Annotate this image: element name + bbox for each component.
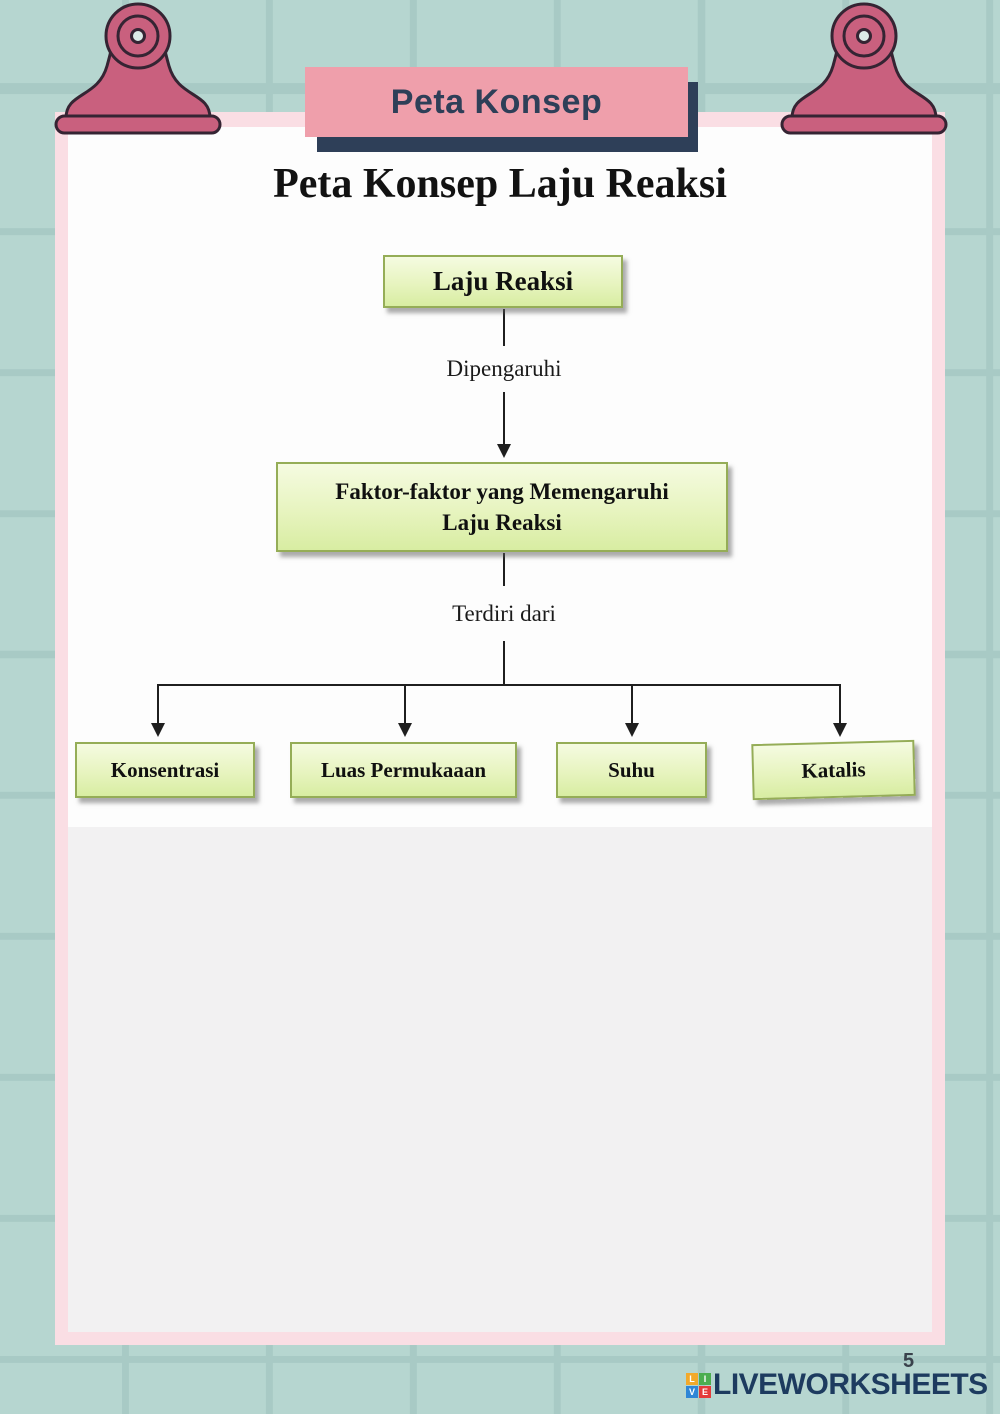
logo-letter: I <box>699 1372 711 1385</box>
node-label: Laju Reaksi <box>432 266 574 296</box>
node-label: Suhu <box>608 757 655 782</box>
node-konsentrasi: Konsentrasi <box>75 742 255 798</box>
empty-lower-area <box>68 827 932 1332</box>
node-label: Konsentrasi <box>110 757 220 782</box>
page-title: Peta Konsep Laju Reaksi <box>273 161 727 207</box>
liveworksheets-logo-icon: L I V E <box>686 1372 711 1398</box>
clip-pin-icon <box>780 2 948 135</box>
edge-label-dipengaruhi: Dipengaruhi <box>446 356 562 381</box>
banner-title: Peta Konsep <box>390 82 603 121</box>
liveworksheets-brand: L I V E LIVEWORKSHEETS <box>686 1368 988 1402</box>
logo-letter: V <box>686 1385 698 1398</box>
node-label-line1: Faktor-faktor yang Memengaruhi <box>335 479 669 504</box>
node-katalis: Katalis <box>751 739 916 801</box>
logo-letter: E <box>699 1385 711 1398</box>
node-label: Katalis <box>801 756 866 783</box>
node-faktor-faktor: Faktor-faktor yang Memengaruhi Laju Reak… <box>276 462 728 552</box>
edge-label-terdiri-dari: Terdiri dari <box>452 601 556 626</box>
header-banner: Peta Konsep <box>305 67 688 137</box>
brand-wordmark: LIVEWORKSHEETS <box>713 1368 988 1401</box>
node-label-line2: Laju Reaksi <box>442 510 562 535</box>
page-number: 5 <box>903 1350 915 1372</box>
node-label: Luas Permukaaan <box>320 757 487 782</box>
node-suhu: Suhu <box>556 742 707 798</box>
node-luas-permukaan: Luas Permukaaan <box>290 742 517 798</box>
clip-pin-icon <box>54 2 222 135</box>
logo-letter: L <box>686 1372 698 1385</box>
node-laju-reaksi: Laju Reaksi <box>383 255 623 308</box>
